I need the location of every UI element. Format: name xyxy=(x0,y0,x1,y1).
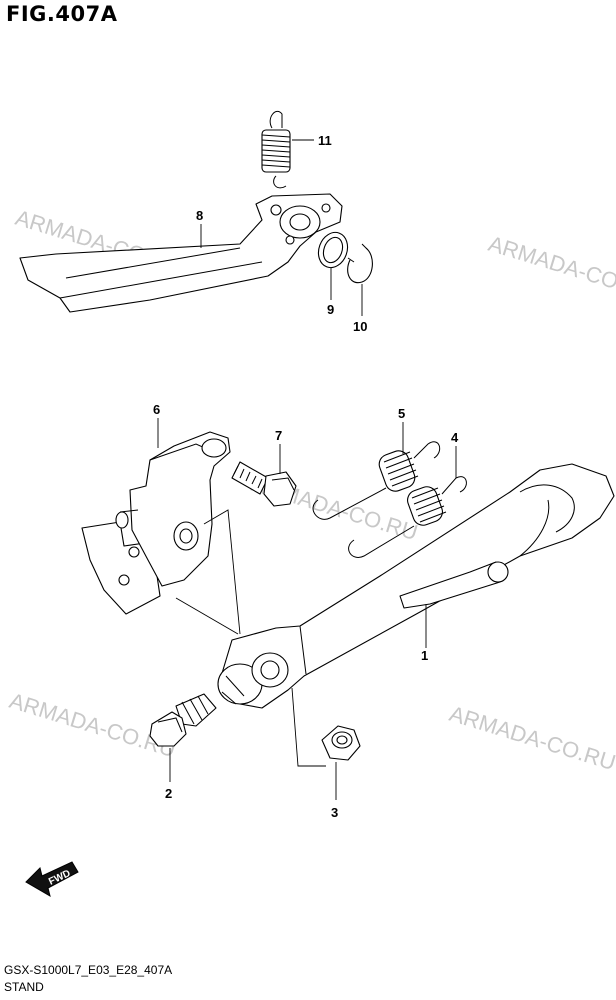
watermark-5: ARMADA-CO.RU xyxy=(447,701,616,775)
callout-6: 6 xyxy=(153,402,160,417)
callout-7: 7 xyxy=(275,428,282,443)
spring-5 xyxy=(312,441,441,520)
callout-11: 11 xyxy=(318,133,332,148)
side-stand-1 xyxy=(217,463,615,709)
spring-4 xyxy=(348,476,467,558)
circlip-10 xyxy=(347,243,373,284)
fwd-label: FWD xyxy=(47,868,72,888)
watermark-2: ARMADA-CO.RU xyxy=(486,231,616,305)
callout-8: 8 xyxy=(196,208,203,223)
pedal-8 xyxy=(19,193,343,313)
nut-3 xyxy=(321,725,361,761)
bracket-6 xyxy=(81,431,231,615)
footer-diagram-code: GSX-S1000L7_E03_E28_407A xyxy=(4,963,173,977)
callout-10: 10 xyxy=(353,319,367,334)
callout-1: 1 xyxy=(421,648,428,663)
assembly-line-a xyxy=(175,597,239,635)
pivot-bolt-2 xyxy=(149,693,217,747)
callout-4: 4 xyxy=(451,430,459,445)
bolt-7 xyxy=(231,461,297,507)
callout-9: 9 xyxy=(327,302,334,317)
washer-9 xyxy=(317,231,349,269)
callout-5: 5 xyxy=(398,406,405,421)
assembly-line-c xyxy=(291,687,326,767)
footer-diagram-name: STAND xyxy=(4,980,44,994)
spring-11 xyxy=(261,110,291,189)
fwd-arrow-icon: FWD xyxy=(25,861,79,898)
callout-3: 3 xyxy=(331,805,338,820)
figure-title: FIG.407A xyxy=(6,2,118,26)
callout-2: 2 xyxy=(165,786,172,801)
assembly-line-b xyxy=(203,509,241,635)
